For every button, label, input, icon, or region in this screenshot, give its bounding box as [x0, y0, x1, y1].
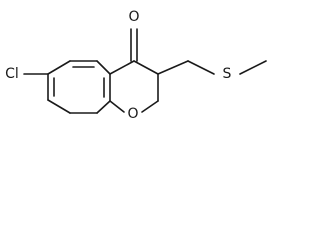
bond-c3-ch2	[157, 60, 189, 75]
ketone-oxygen-label: O	[128, 9, 139, 25]
pyranone-ring	[109, 60, 159, 113]
bond-c4-c3	[133, 60, 159, 75]
chemical-structure: Cl O O S	[5, 9, 267, 122]
bond-c6-c1	[47, 99, 71, 114]
bond-o1-c8a	[109, 100, 125, 113]
benzene-ring	[47, 60, 111, 114]
bond-c7a-c7	[96, 100, 111, 114]
bond-c3-c3a	[96, 60, 111, 75]
bond-c4a-c4	[109, 60, 135, 75]
sulfur-atom-label: S	[223, 66, 232, 82]
bond-c1-c2	[47, 60, 71, 75]
ring-oxygen-label: O	[127, 106, 138, 122]
bond-c2-o1	[141, 100, 159, 113]
chlorine-atom-label: Cl	[5, 66, 19, 82]
bond-s-ch3	[239, 60, 267, 75]
bond-ch2-s	[187, 60, 215, 75]
